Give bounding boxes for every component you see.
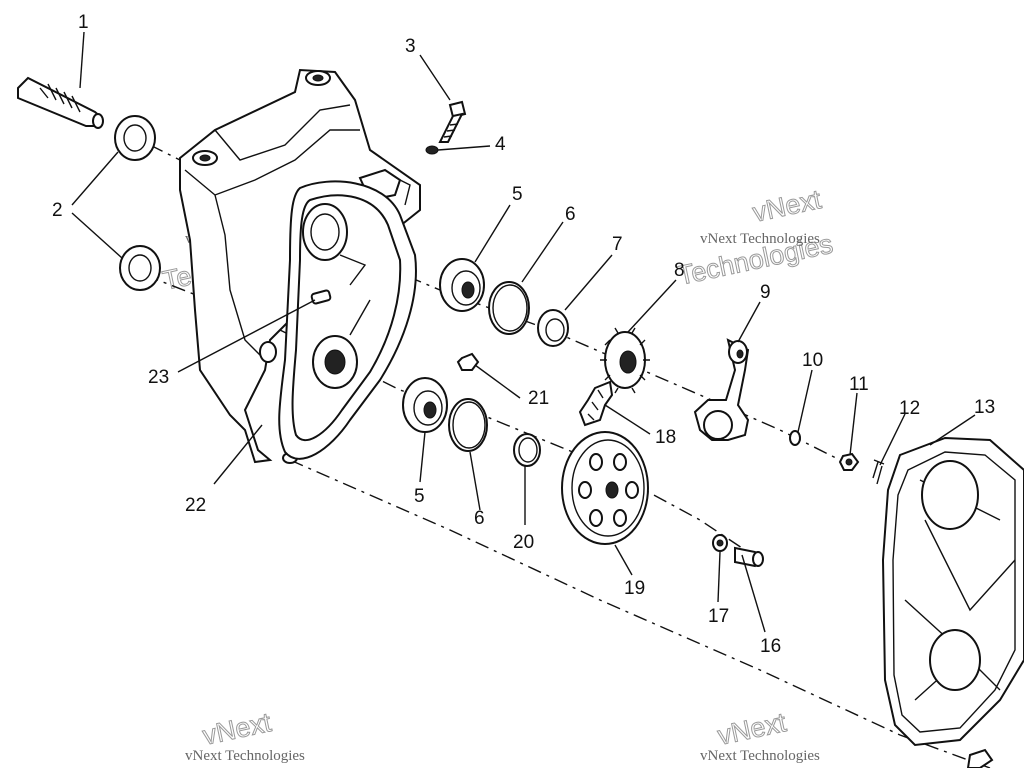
callout-11: 11 [849, 374, 869, 395]
part-1-shaft [17, 76, 104, 129]
callout-5-lower: 5 [414, 486, 425, 507]
part-13-chaincase-cover [881, 436, 1024, 747]
callout-17: 17 [708, 606, 729, 627]
part-9-tensioner-arm [693, 338, 750, 441]
watermark-small-logo: vNext [750, 184, 824, 228]
callout-21: 21 [528, 388, 549, 409]
part-23-dowel [310, 289, 332, 305]
callout-13: 13 [974, 397, 995, 418]
watermark-text: vNext Technologies [185, 748, 305, 764]
watermark-top-right: Technologies vNext vNext Technologies [675, 184, 836, 292]
leader-lines [71, 31, 976, 633]
callout-19: 19 [624, 578, 645, 599]
callout-10: 10 [802, 350, 823, 371]
part-12-cotter-pin [872, 459, 885, 485]
part-19-lower-sprocket [561, 431, 649, 545]
callout-7: 7 [612, 234, 623, 255]
callout-6-lower: 6 [474, 508, 485, 529]
watermark-text: vNext Technologies [700, 748, 820, 764]
callout-labels: 1 2 3 4 5 5 6 6 7 8 9 10 11 12 13 16 17 … [52, 12, 995, 657]
callout-3: 3 [405, 36, 416, 57]
part-10-washer [789, 430, 801, 446]
callout-16: 16 [760, 636, 781, 657]
part-17-washer [712, 534, 728, 552]
watermark-text: vNext Technologies [700, 231, 820, 247]
cover-bolt [966, 748, 994, 768]
callout-22: 22 [185, 495, 206, 516]
callout-8: 8 [674, 260, 685, 281]
part-20-washer [513, 433, 541, 467]
part-3-bolt [438, 100, 467, 143]
watermark-small-logo: vNext [200, 707, 274, 751]
watermark-bottom-right: vNext vNext Technologies [700, 707, 820, 764]
part-5-bearing-upper [439, 258, 485, 312]
part-4-washer [425, 145, 439, 155]
part-6-ring-upper [488, 281, 530, 335]
part-18-chain-segment [578, 380, 614, 427]
callout-1: 1 [78, 12, 89, 33]
callout-18: 18 [655, 427, 676, 448]
part-11-nut [838, 452, 860, 471]
part-6-ring-lower [448, 398, 488, 452]
part-21-nut [456, 352, 480, 371]
callout-12: 12 [899, 398, 920, 419]
part-8-upper-sprocket [600, 327, 650, 394]
part-5-bearing-lower [402, 377, 448, 433]
chain [278, 180, 417, 460]
callout-9: 9 [760, 282, 771, 303]
callout-6-upper: 6 [565, 204, 576, 225]
part-2-seal-lower [119, 245, 161, 291]
watermark-small-logo: vNext [715, 707, 789, 751]
part-7-spacer [537, 309, 569, 347]
callout-5-upper: 5 [512, 184, 523, 205]
callout-4: 4 [495, 134, 506, 155]
callout-23: 23 [148, 367, 169, 388]
callout-20: 20 [513, 532, 534, 553]
part-2-seal-upper [114, 115, 156, 161]
watermark-bottom-left: vNext vNext Technologies [185, 707, 305, 764]
callout-2: 2 [52, 200, 63, 221]
part-16-screw [734, 546, 764, 568]
